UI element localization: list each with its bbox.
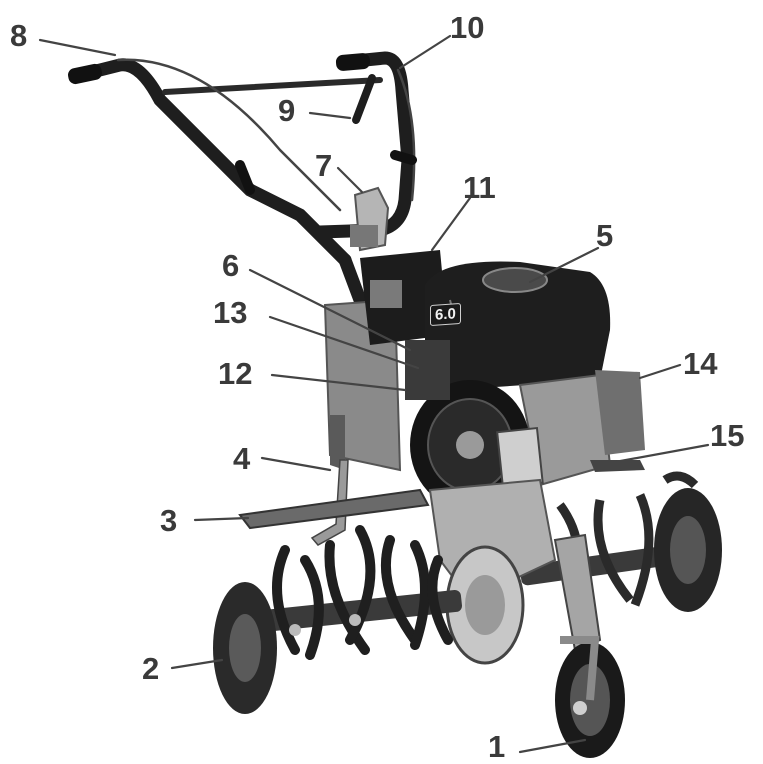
callout-label-10: 10 — [450, 10, 485, 45]
callout-label-15: 15 — [710, 418, 745, 453]
depth-rod-and-shield — [238, 459, 430, 546]
leader-line-15 — [613, 443, 710, 464]
callout-label-3: 3 — [160, 503, 178, 538]
engine — [360, 250, 645, 510]
gearbox-and-tine-shield — [428, 478, 557, 665]
callout-label-9: 9 — [278, 93, 296, 128]
handlebar-assembly — [68, 51, 417, 307]
callout-label-5: 5 — [596, 218, 614, 253]
callout-label-4: 4 — [233, 441, 251, 476]
transport-wheel — [553, 533, 625, 758]
leader-line-13 — [268, 315, 420, 370]
callout-label-6: 6 — [222, 248, 240, 283]
callout-label-1: 1 — [488, 729, 506, 764]
leader-line-12 — [270, 373, 407, 392]
leader-line-9 — [308, 111, 352, 120]
leader-line-4 — [260, 456, 332, 472]
handle-mount-bracket — [350, 186, 390, 252]
left-tine-assembly — [213, 525, 462, 714]
leader-line-1 — [518, 738, 587, 754]
callout-label-11: 11 — [463, 170, 496, 205]
leader-line-11 — [430, 196, 472, 252]
leader-line-10 — [398, 34, 452, 70]
leader-line-8 — [38, 38, 117, 57]
callout-leader-lines — [38, 34, 710, 754]
callout-label-7: 7 — [315, 148, 333, 183]
leader-line-7 — [336, 166, 364, 194]
callout-label-14: 14 — [683, 346, 718, 381]
callout-label-8: 8 — [10, 18, 28, 53]
leader-line-14 — [638, 363, 682, 380]
callout-label-2: 2 — [142, 651, 160, 686]
callout-label-13: 13 — [213, 295, 248, 330]
leader-line-5 — [528, 246, 600, 284]
callout-label-12: 12 — [218, 356, 253, 391]
leader-line-3 — [193, 516, 250, 522]
leader-line-2 — [170, 658, 224, 670]
engine-badge: 6.0 — [430, 302, 461, 327]
leader-line-6 — [248, 268, 412, 352]
